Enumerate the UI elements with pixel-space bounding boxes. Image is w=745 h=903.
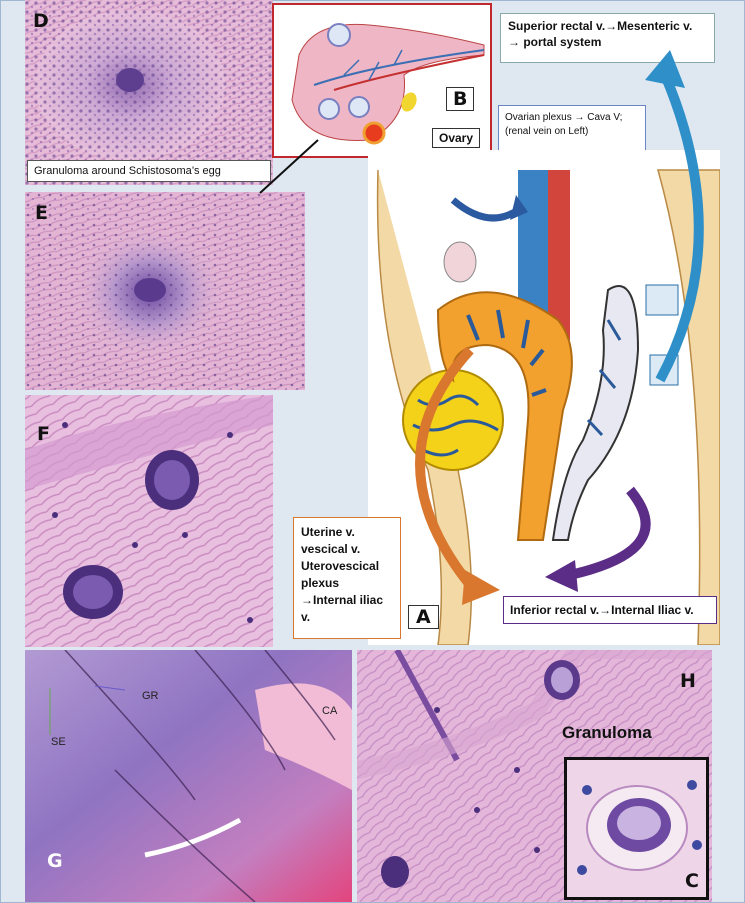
panel-c-image (567, 760, 706, 897)
label-g: G (47, 850, 63, 872)
ovary-illustration (291, 23, 485, 145)
panel-f-micrograph: F (25, 395, 273, 647)
uterine-line-6: v. (301, 610, 311, 624)
label-d: D (33, 10, 49, 32)
pelvic-venous-drawing (376, 169, 720, 645)
panel-d-micrograph: D Granuloma around Schistosoma’s egg (25, 0, 273, 185)
ovarian-plexus-note: Ovarian plexus → Cava V; (renal vein on … (498, 105, 646, 151)
label-c: C (685, 870, 699, 892)
uterine-line-5: →Internal iliac (301, 593, 384, 607)
label-h: H (680, 670, 696, 692)
ovarian-line2: (renal vein on Left) (505, 126, 589, 137)
label-f: F (37, 423, 50, 445)
uterine-line-2: vescical v. (301, 542, 361, 556)
label-e: E (35, 202, 48, 224)
label-b: B (446, 87, 475, 111)
panel-e-micrograph: E (25, 192, 305, 390)
granuloma-caption: Granuloma around Schistosoma’s egg (27, 160, 271, 182)
panel-b-ovary-drawing: B Ovary (272, 3, 492, 158)
granuloma-label: Granuloma (562, 723, 652, 742)
label-a: A (408, 605, 439, 629)
label-gr: GR (142, 690, 159, 702)
uterine-line-4: plexus (301, 576, 340, 590)
uterine-line-1: Uterine v. (301, 525, 355, 539)
panel-e-image (25, 192, 305, 390)
superior-rectal-line2: → portal system (508, 35, 602, 49)
panel-h-micrograph: H Granuloma C (357, 650, 712, 902)
panel-c-inset: C (564, 757, 709, 900)
uterine-line-3: Uterovescical (301, 559, 380, 573)
ovarian-line1: Ovarian plexus → Cava V; (505, 112, 623, 123)
panel-g-micrograph: GR CA SE G (25, 650, 352, 902)
superior-rectal-note: Superior rectal v.→Mesenteric v. → porta… (500, 13, 715, 63)
label-se: SE (51, 736, 66, 748)
label-ca: CA (322, 705, 338, 717)
inferior-rectal-note: Inferior rectal v.→Internal Iliac v. (503, 596, 717, 624)
uterine-vein-note: Uterine v. vescical v. Uterovescical ple… (293, 517, 401, 639)
panel-g-image (25, 650, 352, 902)
panel-a-pelvic-illustration: A (368, 150, 720, 645)
superior-rectal-line1: Superior rectal v.→Mesenteric v. (508, 19, 693, 33)
panel-f-image (25, 395, 273, 647)
panel-d-image (25, 0, 273, 185)
ovary-label: Ovary (432, 128, 481, 148)
